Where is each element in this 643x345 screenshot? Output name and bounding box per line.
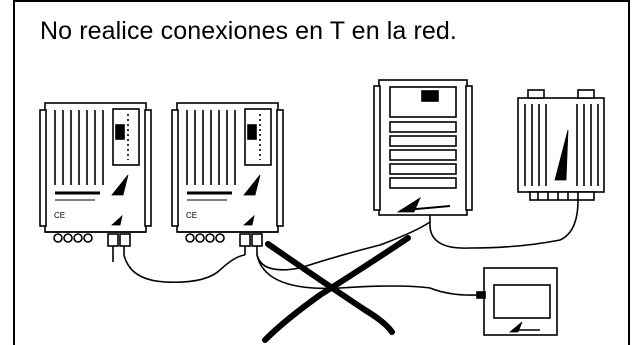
figure-frame (13, 0, 630, 345)
prohibition-cross (262, 235, 411, 343)
svg-text:CE: CE (186, 211, 197, 220)
inverter-device (373, 79, 473, 222)
warning-caption: No realice conexiones en T en la red. (40, 17, 457, 45)
combi-unit-device (517, 89, 605, 201)
charger-2-device: CE (171, 102, 284, 255)
remote-panel-device (476, 267, 558, 336)
charger-1-device: CE (39, 102, 152, 262)
svg-text:CE: CE (54, 211, 65, 220)
network-cables (123, 199, 579, 296)
